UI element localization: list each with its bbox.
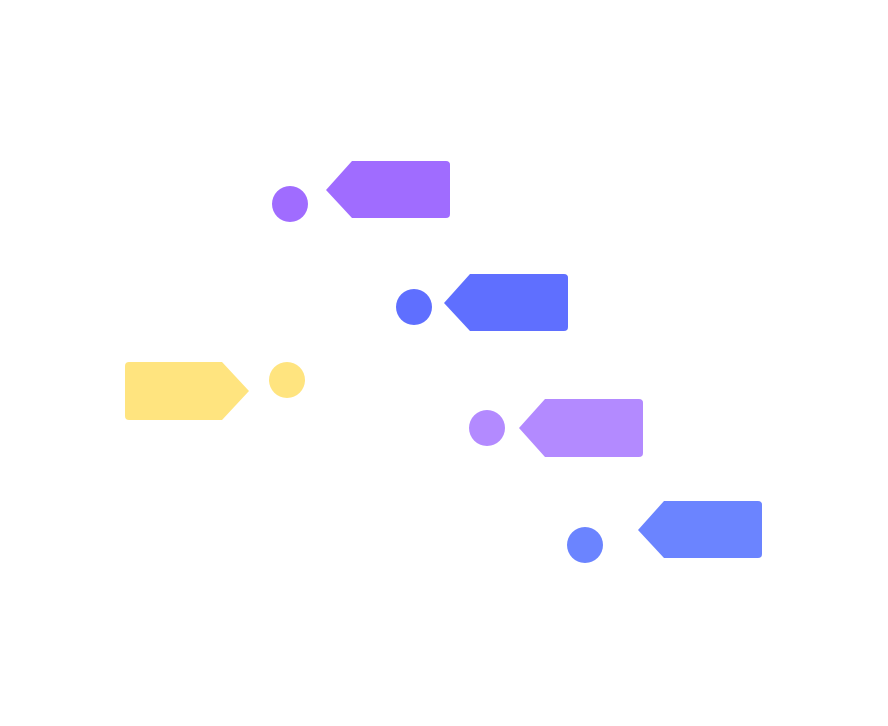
tag-1-label-shape: [326, 161, 450, 218]
tag-4-label-shape: [519, 399, 643, 457]
tag-1-dot: [272, 186, 308, 222]
tag-4-group: [469, 399, 643, 457]
tag-3-dot: [269, 362, 305, 398]
tag-2-dot: [396, 289, 432, 325]
tag-4-dot: [469, 410, 505, 446]
tag-2-group: [396, 274, 568, 331]
tag-2-label-shape: [444, 274, 568, 331]
tag-5-label-shape: [638, 501, 762, 558]
tag-5-group: [567, 501, 762, 563]
tag-5-dot: [567, 527, 603, 563]
tag-3-group: [125, 362, 305, 420]
tag-1-group: [272, 161, 450, 222]
tag-3-label-shape: [125, 362, 249, 420]
